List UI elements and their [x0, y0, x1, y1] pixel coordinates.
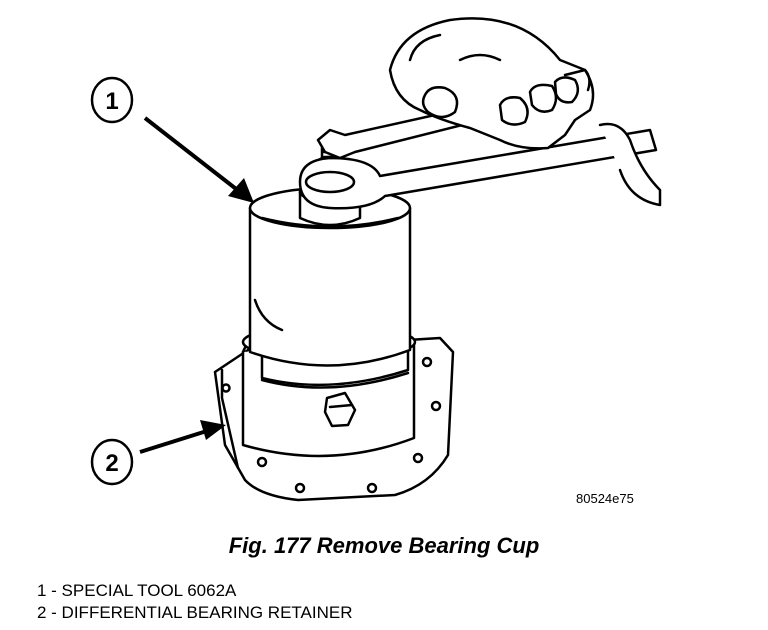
illustration: 1 2 80524e75 — [90, 17, 662, 506]
legend-item-1: 1 - SPECIAL TOOL 6062A — [37, 581, 237, 600]
callout-circle-2 — [90, 438, 134, 486]
legend: 1 - SPECIAL TOOL 6062A 2 - DIFFERENTIAL … — [37, 580, 353, 624]
callout-number-2: 2 — [105, 450, 118, 477]
legend-item-2: 2 - DIFFERENTIAL BEARING RETAINER — [37, 603, 353, 622]
hand — [388, 17, 662, 207]
figure-reference-code: 80524e75 — [576, 491, 634, 506]
callout-circle-1 — [90, 76, 134, 124]
callout-number-1: 1 — [105, 88, 118, 115]
leader-arrow-1 — [143, 116, 254, 203]
leader-arrow-2 — [139, 420, 226, 454]
figure-caption: Fig. 177 Remove Bearing Cup — [228, 533, 540, 558]
